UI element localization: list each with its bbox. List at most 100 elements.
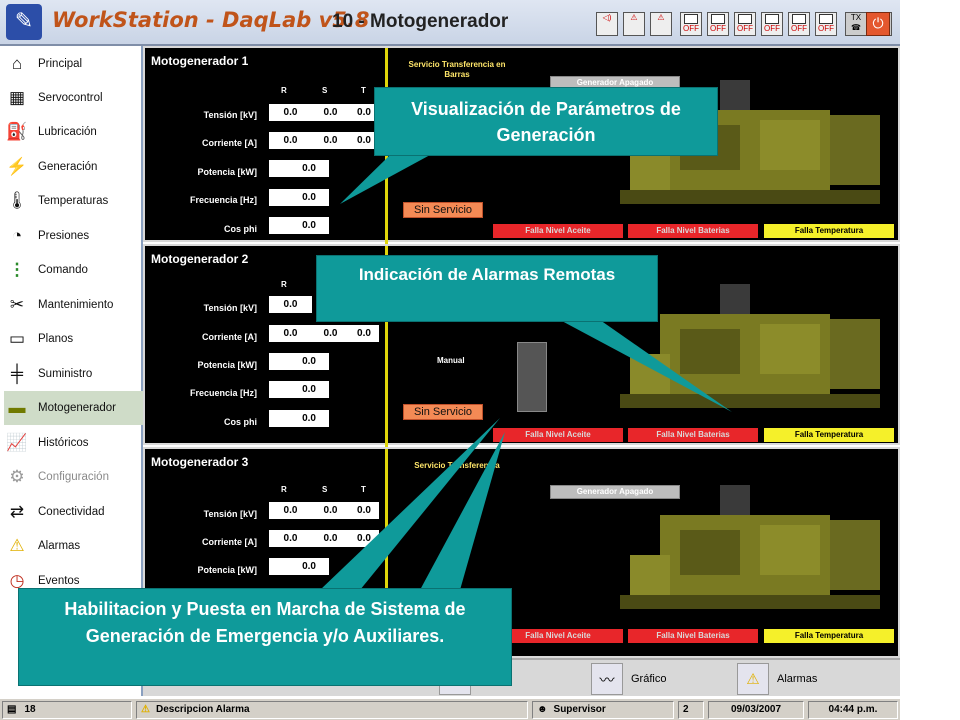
- sidebar-item-label: Temperaturas: [38, 195, 109, 207]
- generator-status: Generador Apagado: [550, 485, 680, 499]
- tension-s-value: 0.0: [309, 502, 352, 519]
- sidebar-item-historicos[interactable]: 📈Históricos: [4, 426, 143, 460]
- sidebar-item-conectividad[interactable]: ⇄Conectividad: [4, 495, 143, 529]
- grafico-button[interactable]: 〰 Gráfico: [591, 663, 666, 695]
- sidebar-item-label: Presiones: [38, 230, 90, 242]
- tools-icon: ✂: [9, 295, 25, 314]
- sidebar-item-label: Conectividad: [38, 506, 105, 518]
- potencia-label: Potencia [kW]: [197, 565, 257, 575]
- grafico-label: Gráfico: [631, 673, 667, 685]
- sin-servicio-button[interactable]: Sin Servicio: [403, 404, 483, 420]
- off-switch-icon[interactable]: OFF: [680, 12, 702, 36]
- app-title: WorkStation - DaqLab v5.8: [52, 8, 370, 32]
- corriente-t-value: 0.0: [349, 530, 379, 547]
- thermometer-icon: 🌡: [6, 191, 28, 210]
- sidebar-item-label: Eventos: [38, 575, 80, 587]
- title-bar: ✎ WorkStation - DaqLab v5.8 10 - Motogen…: [0, 0, 900, 46]
- cosphi-value: 0.0: [269, 410, 329, 427]
- sidebar-item-planos[interactable]: ▭ Planos: [4, 322, 143, 356]
- chart-icon: 〰: [591, 663, 623, 695]
- alarm-nivel-aceite: Falla Nivel Aceite: [493, 629, 623, 643]
- sidebar-item-eventos[interactable]: ◷ Eventos: [4, 564, 143, 598]
- potencia-value: 0.0: [269, 160, 329, 177]
- corriente-s-value: 0.0: [309, 530, 352, 547]
- alarmas-button[interactable]: ⚠Alarmas: [737, 663, 817, 695]
- generator-icon: ▬: [8, 398, 26, 417]
- service-title: Servicio Transferencia: [414, 461, 500, 470]
- tension-r-value: 0.0: [269, 104, 312, 121]
- tx-phone-icon[interactable]: TX☎: [845, 12, 867, 36]
- warning-icon: ⚠: [9, 536, 25, 555]
- mode-label: Manual: [437, 356, 465, 365]
- col-header-r: R: [281, 86, 287, 95]
- clock-icon: ◷: [9, 571, 25, 590]
- sidebar-item-servocontrol[interactable]: ▦Servocontrol: [4, 81, 143, 115]
- alarm-temperatura: Falla Temperatura: [764, 629, 894, 643]
- bus-line: [385, 246, 388, 447]
- gears-icon: ⚙: [9, 467, 25, 486]
- sidebar-item-label: Planos: [38, 333, 74, 345]
- corriente-r-value: 0.0: [269, 530, 312, 547]
- breaker-icon: [517, 342, 547, 412]
- sin-servicio-button[interactable]: Sin Servicio: [403, 202, 483, 218]
- frecuencia-value: 0.0: [269, 381, 329, 398]
- alarm-description-label: Descripcion Alarma: [155, 704, 250, 715]
- user-level: 2: [678, 701, 704, 719]
- alarm-nivel-aceite: Falla Nivel Aceite: [493, 428, 623, 442]
- blank-margin: [900, 0, 960, 720]
- corriente-label: Corriente [A]: [201, 332, 257, 342]
- alarm-nivel-baterias: Falla Nivel Baterias: [628, 629, 758, 643]
- sidebar-item-suministro[interactable]: ╪Suministro: [4, 357, 143, 391]
- corriente-r-value: 0.0: [269, 132, 312, 149]
- off-switch-icon[interactable]: OFF: [815, 12, 837, 36]
- date-field: 09/03/2007: [708, 701, 804, 719]
- sidebar-item-comando[interactable]: ⋮Comando: [4, 253, 143, 287]
- tension-label: Tensión [kV]: [203, 303, 257, 313]
- tension-label: Tensión [kV]: [203, 110, 257, 120]
- sidebar-item-motogenerador[interactable]: ▬Motogenerador: [4, 391, 143, 425]
- speaker-icon[interactable]: ◁): [596, 12, 618, 36]
- user-field: ☻ Supervisor: [532, 701, 674, 719]
- warning-icon: ⚠: [737, 663, 769, 695]
- sidebar-item-temperaturas[interactable]: 🌡 Temperaturas: [4, 184, 143, 218]
- off-switch-icon[interactable]: OFF: [788, 12, 810, 36]
- user-label: Supervisor: [553, 704, 606, 715]
- sidebar-item-mantenimiento[interactable]: ✂ Mantenimiento: [4, 288, 143, 322]
- alarm-temperatura: Falla Temperatura: [764, 428, 894, 442]
- off-switch-icon[interactable]: OFF: [707, 12, 729, 36]
- chart-icon: 📈: [6, 433, 28, 452]
- sidebar-item-label: Lubricación: [38, 126, 97, 138]
- corriente-r-value: 0.0: [269, 325, 312, 342]
- warning-icon-2[interactable]: ⚠: [650, 12, 672, 36]
- blueprint-icon: ▭: [8, 329, 26, 348]
- tension-r-value: 0.0: [269, 296, 312, 313]
- mode-label: Manual: [437, 557, 465, 566]
- power-icon[interactable]: ⏻: [866, 12, 890, 36]
- sidebar-item-label: Mantenimiento: [38, 299, 114, 311]
- potencia-value: 0.0: [269, 353, 329, 370]
- warning-icon[interactable]: ⚠: [623, 12, 645, 36]
- gauge-icon: ◔: [11, 226, 23, 245]
- user-icon: ☻: [537, 704, 548, 715]
- bus-line: [385, 449, 388, 589]
- sidebar-item-alarmas[interactable]: ⚠Alarmas: [4, 529, 143, 563]
- sidebar-item-principal[interactable]: ⌂Principal: [4, 47, 143, 81]
- sidebar-item-configuracion[interactable]: ⚙Configuración: [4, 460, 143, 494]
- alarm-nivel-aceite: Falla Nivel Aceite: [493, 224, 623, 238]
- off-switch-icon[interactable]: OFF: [761, 12, 783, 36]
- alarm-count: ▤18: [2, 701, 132, 719]
- frecuencia-value: 0.0: [269, 189, 329, 206]
- cosphi-label: Cos phi: [224, 224, 257, 234]
- potencia-label: Potencia [kW]: [197, 360, 257, 370]
- sidebar-item-lubricacion[interactable]: ⛽ Lubricación: [4, 115, 143, 149]
- sidebar-item-presiones[interactable]: ◔ Presiones: [4, 219, 143, 253]
- sidebar-item-generacion[interactable]: ⚡Generación: [4, 150, 143, 184]
- off-switch-icon[interactable]: OFF: [734, 12, 756, 36]
- panel-title: Motogenerador 2: [151, 252, 249, 266]
- potencia-value: 0.0: [269, 558, 329, 575]
- callout-alarmas: Indicación de Alarmas Remotas: [316, 255, 658, 322]
- tension-t-value: 0.0: [349, 502, 379, 519]
- corriente-s-value: 0.0: [309, 132, 352, 149]
- panel-title: Motogenerador 1: [151, 54, 249, 68]
- oilcan-icon: ⛽: [6, 122, 28, 141]
